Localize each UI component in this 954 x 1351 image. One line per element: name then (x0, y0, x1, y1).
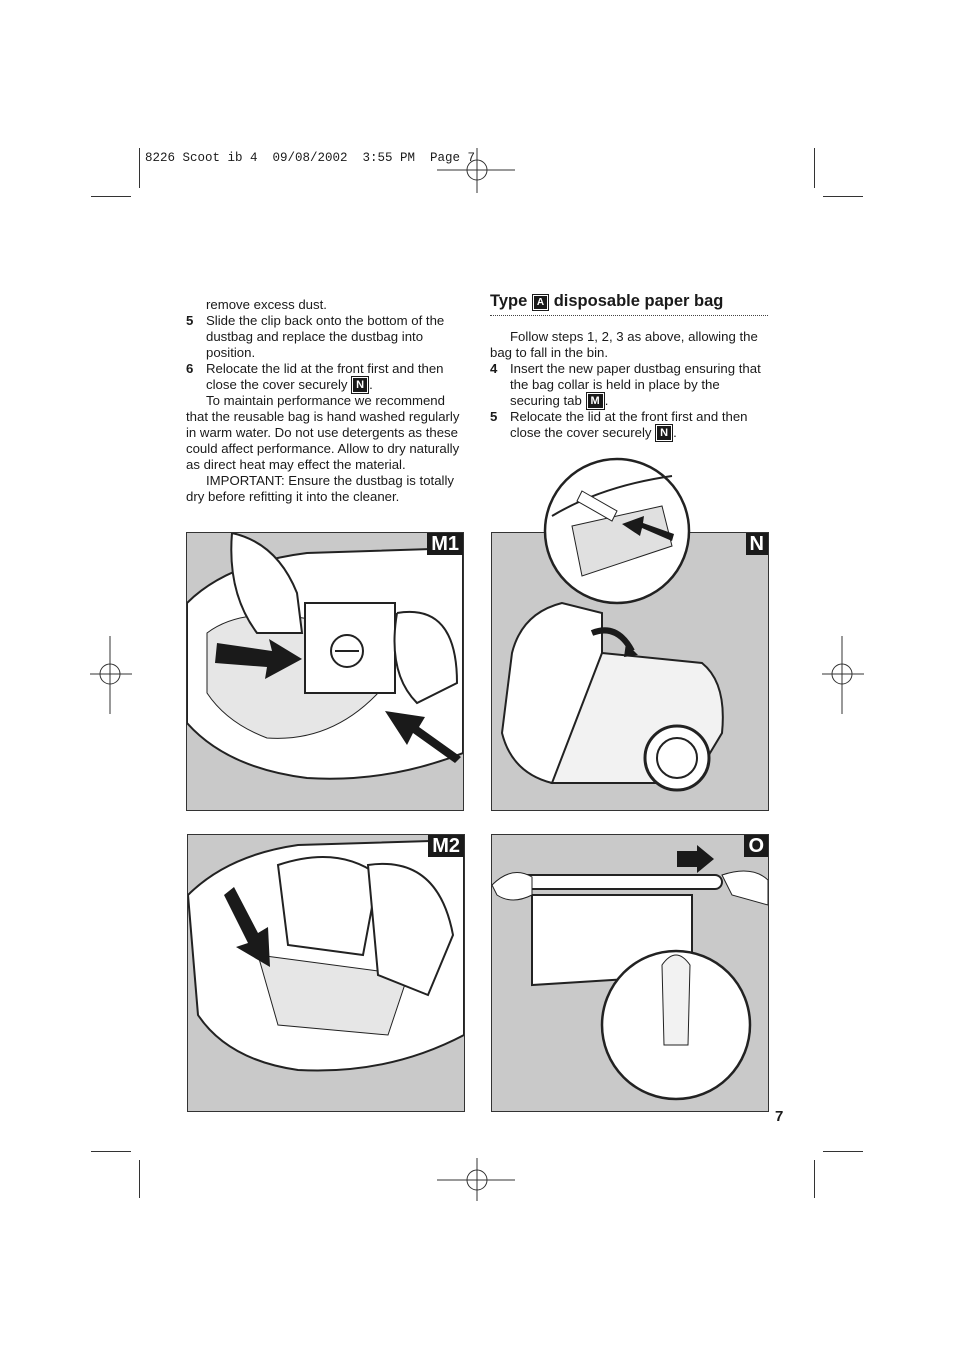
crop-mark (91, 196, 131, 197)
figure-label: O (744, 835, 768, 857)
crop-mark (139, 1160, 140, 1198)
figure-label: N (745, 533, 768, 555)
step-6: 6 Relocate the lid at the front first an… (186, 361, 444, 394)
figure-n-illustration (500, 601, 724, 792)
crop-mark (823, 1151, 863, 1152)
figure-ref-badge: M (585, 392, 605, 410)
crop-mark (814, 1160, 815, 1198)
registration-mark-left (90, 636, 132, 714)
step-4: 4 Insert the new paper dustbag ensuring … (490, 361, 761, 410)
magnifier-callout (543, 457, 691, 605)
figure-ref-badge: N (351, 376, 370, 394)
registration-mark-right (822, 636, 864, 714)
figure-m1: M1 (186, 532, 464, 811)
left-column: remove excess dust. 5 Slide the clip bac… (186, 297, 464, 505)
intro-paragraph: Follow steps 1, 2, 3 as above, allowing … (490, 329, 758, 360)
figure-o-illustration (492, 845, 768, 1101)
section-heading: Type A disposable paper bag (490, 292, 768, 316)
crop-mark (814, 148, 815, 188)
figure-m2: M2 (187, 834, 465, 1112)
figure-label: M2 (428, 835, 464, 857)
crop-mark (139, 148, 140, 188)
crop-mark (823, 196, 863, 197)
crop-mark (91, 1151, 131, 1152)
maintenance-paragraph: To maintain performance we recommend tha… (186, 393, 460, 472)
figure-label: M1 (427, 533, 463, 555)
figure-m1-illustration (187, 533, 463, 780)
right-column: Follow steps 1, 2, 3 as above, allowing … (490, 329, 770, 442)
step-5: 5 Slide the clip back onto the bottom of… (186, 313, 445, 360)
registration-mark-bottom (437, 1158, 515, 1201)
figure-m2-illustration (188, 838, 464, 1072)
print-slug: 8226 Scoot ib 4 09/08/2002 3:55 PM Page … (145, 151, 476, 165)
page-number: 7 (775, 1108, 784, 1125)
important-paragraph: IMPORTANT: Ensure the dustbag is totally… (186, 473, 454, 504)
step-continuation: remove excess dust. (206, 297, 327, 312)
figure-ref-badge: N (655, 424, 674, 442)
figure-o: O (491, 834, 769, 1112)
step-5: 5 Relocate the lid at the front first an… (490, 409, 748, 442)
registration-mark-top (437, 148, 515, 193)
type-badge: A (531, 294, 550, 311)
